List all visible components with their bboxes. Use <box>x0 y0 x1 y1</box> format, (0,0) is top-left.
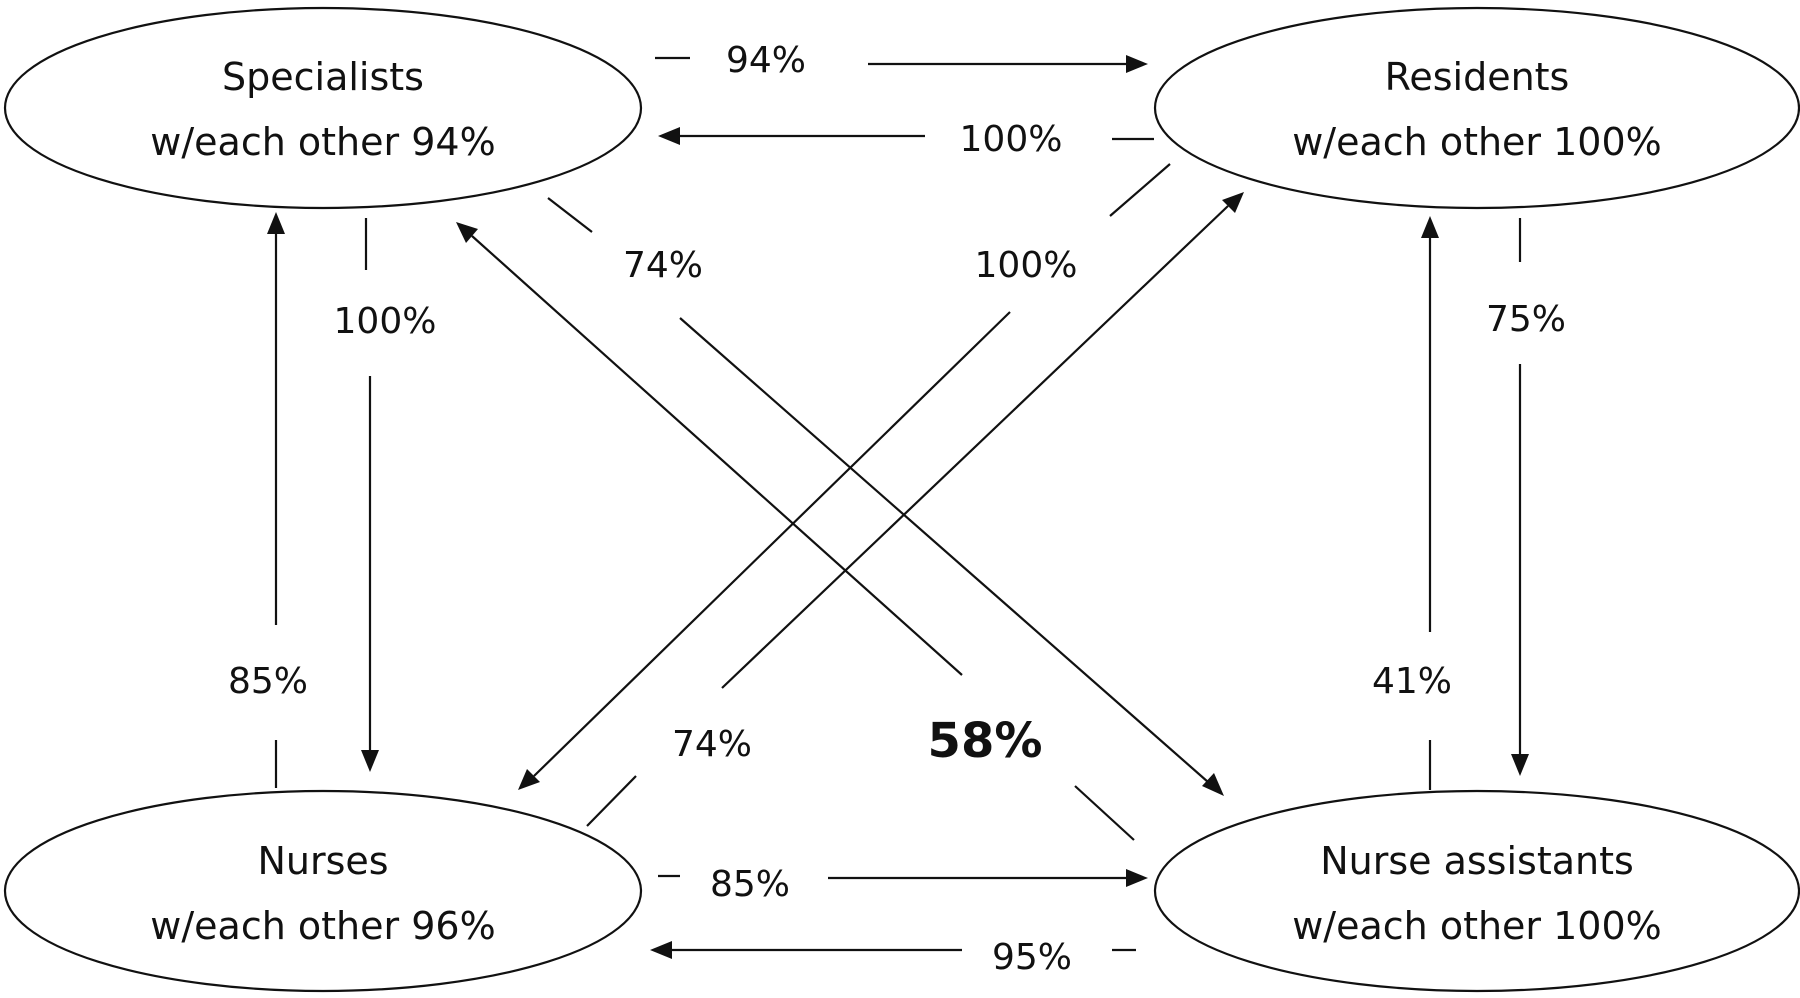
arrowhead-nurses <box>650 941 672 959</box>
node-nurses-name: Nurses <box>257 839 388 883</box>
node-nurse-assistants[interactable]: Nurse assistants w/each other 100% <box>1153 789 1800 993</box>
arrowhead-specialists <box>267 212 285 234</box>
edge-label-specialists-to-nurse-assistants: 74% <box>623 245 703 286</box>
edge-label-nurses-to-nurse-assistants: 85% <box>710 864 790 905</box>
edge-label-specialists-to-nurses: 100% <box>334 301 437 342</box>
edge-label-nurse-assistants-to-residents: 41% <box>1372 661 1452 702</box>
arrowhead-specialists <box>658 127 680 145</box>
node-specialists-within: w/each other 94% <box>150 120 495 164</box>
node-nurse-assistants-ellipse <box>1153 789 1800 993</box>
edge-label-residents-to-nurses: 100% <box>975 245 1078 286</box>
arrowhead-residents <box>1222 192 1244 213</box>
node-nurse-assistants-within: w/each other 100% <box>1292 904 1662 948</box>
arrowhead-residents <box>1126 55 1148 73</box>
node-nurses-ellipse <box>3 789 643 993</box>
node-nurse-assistants-name: Nurse assistants <box>1320 839 1634 883</box>
node-residents[interactable]: Residents w/each other 100% <box>1153 6 1800 210</box>
node-specialists[interactable]: Specialists w/each other 94% <box>3 6 643 210</box>
node-specialists-ellipse <box>3 6 643 210</box>
edge-label-residents-to-specialists: 100% <box>960 119 1063 160</box>
arrowhead-nurses <box>361 750 379 772</box>
node-nurses-within: w/each other 96% <box>150 904 495 948</box>
node-specialists-name: Specialists <box>222 55 424 99</box>
edge-line-specialists-to-nurse-assistants <box>547 197 593 233</box>
edge-line-nurse-assistants-to-specialists <box>471 235 963 676</box>
edge-line-nurses-to-residents <box>586 775 637 827</box>
node-residents-ellipse <box>1153 6 1800 210</box>
edge-label-nurses-to-residents: 74% <box>672 724 752 765</box>
edge-line-nurse-assistants-to-specialists <box>1074 785 1135 841</box>
edge-label-residents-to-nurse-assistants: 75% <box>1486 299 1566 340</box>
edge-line-specialists-to-nurse-assistants <box>679 317 1209 783</box>
edge-line-residents-to-nurses <box>533 311 1011 777</box>
arrowhead-nurse-assistants <box>1511 754 1529 776</box>
arrowhead-specialists <box>456 222 478 243</box>
edge-label-nurses-to-specialists: 85% <box>228 661 308 702</box>
arrowhead-nurses <box>518 769 540 790</box>
edge-line-nurses-to-residents <box>721 205 1229 689</box>
edge-label-specialists-to-residents: 94% <box>726 40 806 81</box>
edge-line-residents-to-nurses <box>1109 163 1171 217</box>
edge-label-nurse-assistants-to-nurses: 95% <box>992 937 1072 978</box>
node-residents-name: Residents <box>1385 55 1570 99</box>
node-nurses[interactable]: Nurses w/each other 96% <box>3 789 643 993</box>
edge-label-nurse-assistants-to-specialists: 58% <box>928 713 1043 769</box>
node-residents-within: w/each other 100% <box>1292 120 1662 164</box>
arrowhead-nurse-assistants <box>1126 869 1148 887</box>
arrowhead-residents <box>1421 216 1439 238</box>
arrowhead-nurse-assistants <box>1202 773 1224 796</box>
